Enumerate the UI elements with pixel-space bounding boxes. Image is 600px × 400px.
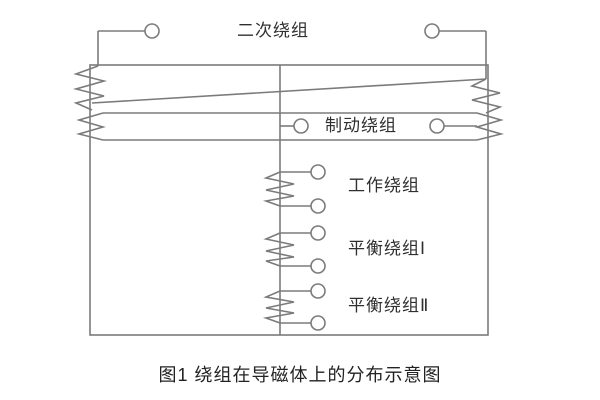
terminal-braking-right [429, 118, 445, 134]
terminal-balance2-top [310, 283, 326, 299]
terminal-balance1-bottom [310, 258, 326, 274]
figure-caption: 图1 绕组在导磁体上的分布示意图 [158, 365, 442, 385]
terminal-working-bottom [310, 198, 326, 214]
secondary-zigzag-right [469, 78, 503, 114]
terminal-working-top [310, 164, 326, 180]
braking-zigzag-left [75, 112, 106, 141]
secondary-winding-turn [91, 78, 487, 104]
label-working-winding: 工作绕组 [348, 176, 420, 195]
balance2-winding-zigzag [262, 290, 295, 324]
label-balance-winding-1: 平衡绕组Ⅰ [348, 239, 427, 258]
terminal-balance2-bottom [310, 315, 326, 331]
label-braking-winding: 制动绕组 [325, 116, 397, 135]
terminal-balance1-top [310, 225, 326, 241]
label-secondary-winding: 二次绕组 [237, 21, 309, 40]
terminal-secondary-right [424, 23, 440, 39]
balance1-winding-zigzag [263, 232, 295, 267]
terminal-braking-left [293, 118, 309, 134]
secondary-zigzag-left [72, 65, 108, 111]
working-winding-zigzag [262, 171, 295, 207]
core-outline [89, 64, 489, 336]
label-balance-winding-2: 平衡绕组Ⅱ [348, 296, 430, 315]
terminal-secondary-left [144, 23, 160, 39]
braking-zigzag-right [474, 112, 505, 141]
